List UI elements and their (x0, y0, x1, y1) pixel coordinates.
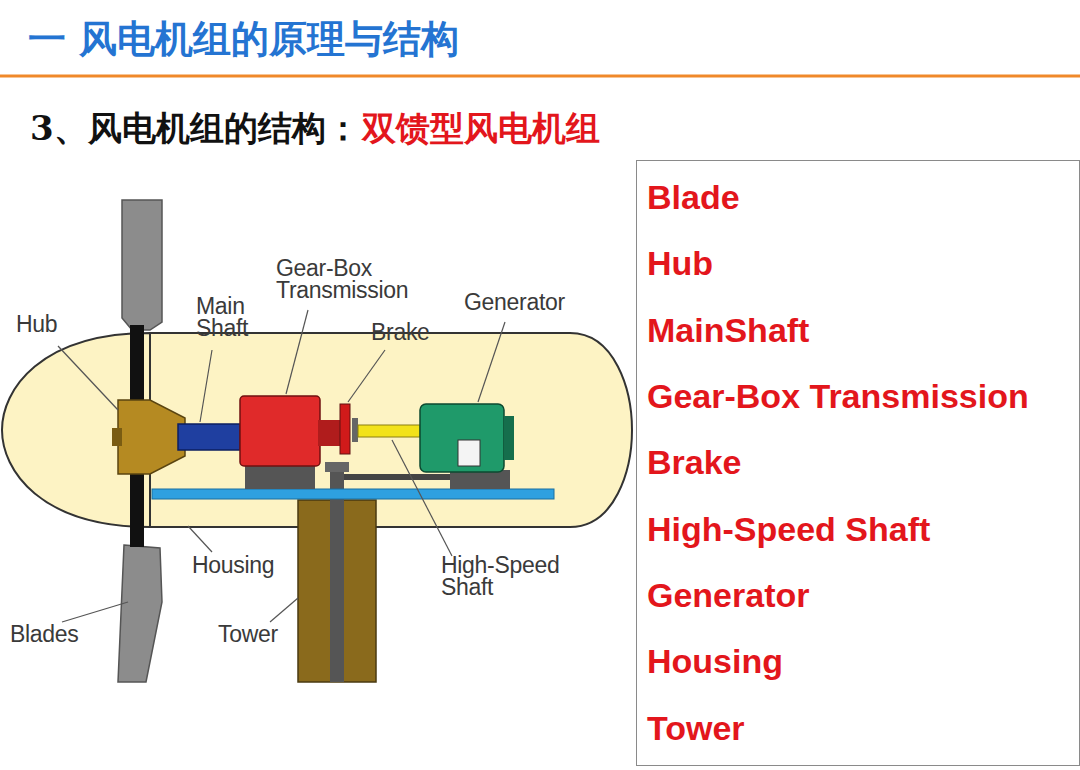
legend-list-box: BladeHubMainShaftGear-Box TransmissionBr… (636, 160, 1080, 766)
part-label: Hub (16, 314, 86, 336)
main-shaft (178, 424, 240, 450)
part-label: Brake (371, 322, 461, 344)
part-name: Generator (647, 577, 1071, 614)
generator (420, 404, 504, 472)
slide-title: 一 风电机组的原理与结构 (28, 14, 459, 65)
gearbox (240, 396, 320, 466)
brake-caliper (352, 418, 358, 442)
leader-line (348, 350, 385, 402)
generator-endcap (504, 416, 514, 460)
lower-blade (118, 545, 162, 682)
bedplate (152, 489, 554, 499)
leader-lines (58, 310, 505, 622)
part-label: High-Speed Shaft (441, 555, 591, 599)
terminal-box (458, 440, 480, 466)
leader-line (58, 346, 118, 410)
part-name: MainShaft (647, 312, 1071, 349)
housing (150, 333, 632, 527)
part-label: Housing (192, 555, 302, 577)
part-label: Blades (10, 624, 110, 646)
part-label: Gear-Box Transmission (276, 258, 426, 302)
part-label: Tower (218, 624, 318, 646)
part-label: Main Shaft (196, 296, 266, 340)
part-name: Blade (647, 179, 1071, 216)
part-label: Generator (464, 292, 604, 314)
part-name: Brake (647, 444, 1071, 481)
upper-blade (122, 200, 162, 330)
part-name: Gear-Box Transmission (647, 378, 1071, 415)
gearbox-output (318, 420, 340, 446)
section-heading: 3、风电机组的结构： (30, 108, 360, 149)
high-speed-shaft (358, 425, 420, 437)
leader-line (478, 322, 505, 402)
tower-pole (330, 470, 344, 682)
hub (118, 400, 185, 474)
leader-line (392, 440, 452, 556)
yaw-bearing (325, 462, 349, 472)
hub-cap (112, 428, 122, 446)
leader-line (286, 310, 308, 394)
leader-line (188, 526, 212, 552)
part-name: High-Speed Shaft (647, 511, 1071, 548)
leader-line (270, 598, 298, 622)
generator-base (450, 470, 510, 489)
turbine-type: 双馈型风电机组 (362, 108, 600, 149)
part-name: Housing (647, 643, 1071, 680)
title-rule (0, 75, 1080, 78)
leader-line (62, 602, 128, 622)
part-name: Tower (647, 710, 1071, 747)
brake-disc (340, 404, 350, 454)
leader-line (200, 350, 212, 422)
part-name: Hub (647, 245, 1071, 282)
